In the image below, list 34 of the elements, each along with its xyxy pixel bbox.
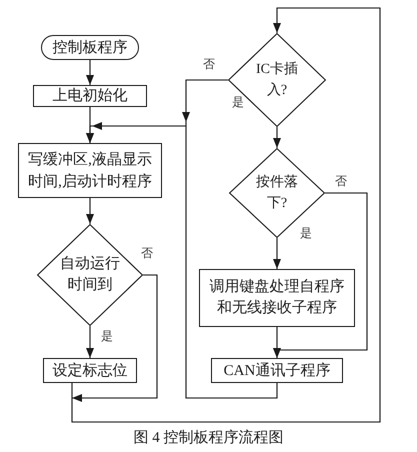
flow-arrow xyxy=(86,326,94,358)
step-label: 调用键盘处理自程序和无线接收子程序 xyxy=(208,277,346,318)
step-label: CAN通讯子程序 xyxy=(224,361,330,380)
edge-label: 是 xyxy=(101,329,113,343)
flow-arrow xyxy=(72,274,158,402)
step-label: 设定标志位 xyxy=(52,361,128,380)
flow-arrow xyxy=(71,7,381,423)
edge-label: 是 xyxy=(300,226,312,240)
decision-label: 按件落下? xyxy=(255,174,299,213)
step-label: 上电初始化 xyxy=(52,86,128,106)
flow-arrow xyxy=(273,238,281,269)
process-box xyxy=(211,358,343,383)
flow-arrow xyxy=(273,327,281,358)
process-box xyxy=(199,269,355,327)
flow-arrow xyxy=(86,198,94,224)
start-terminal xyxy=(41,35,139,60)
decision-label: 自动运行时间到 xyxy=(59,254,121,295)
terminal-label: 控制板程序 xyxy=(52,38,128,58)
edge-label: 否 xyxy=(141,246,153,260)
figure-caption: 图 4 控制板程序流程图 xyxy=(134,428,284,448)
edge-label: 否 xyxy=(335,174,347,188)
edge-label: 否 xyxy=(203,57,215,71)
decision-diamond xyxy=(37,224,143,326)
flow-arrow xyxy=(86,60,94,85)
flow-arrow xyxy=(273,127,281,148)
process-box xyxy=(33,85,147,107)
flow-arrow xyxy=(86,125,278,399)
decision-label: IC卡插入? xyxy=(255,60,299,100)
decision-diamond xyxy=(229,148,325,238)
step-label: 写缓冲区,液晶显示时间,启动计时程序 xyxy=(27,150,153,192)
edge-label: 是 xyxy=(232,95,244,109)
process-box xyxy=(18,143,162,198)
decision-diamond xyxy=(228,33,326,127)
process-box xyxy=(43,358,137,383)
